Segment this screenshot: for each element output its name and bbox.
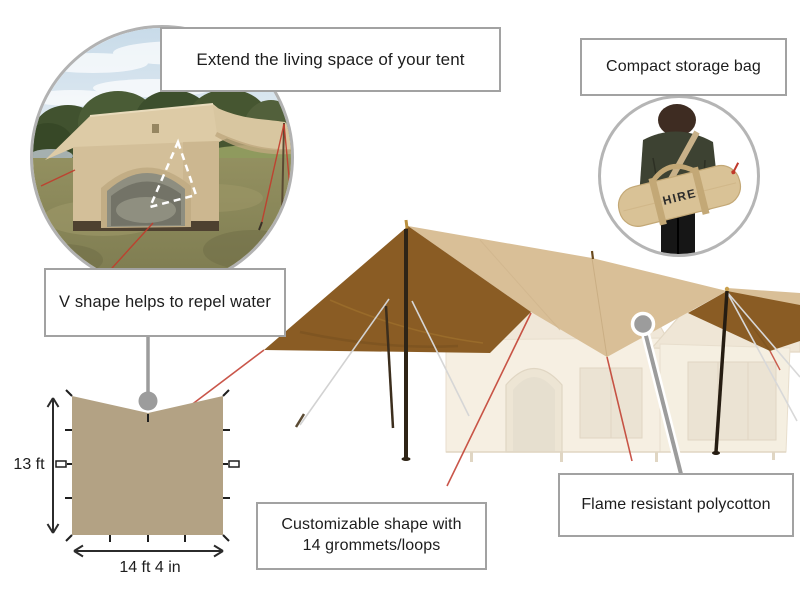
duffel-bag: HIRE bbox=[617, 162, 742, 227]
tarp-right-pole bbox=[714, 290, 729, 453]
callout-flame-resistant: Flame resistant polycotton bbox=[558, 473, 794, 537]
bag-handles bbox=[650, 163, 697, 184]
grommet-ticks bbox=[65, 389, 230, 542]
photo-tent-body bbox=[45, 103, 245, 231]
tarp-ridge-tie bbox=[590, 250, 595, 260]
callout-compact-storage-bag: Compact storage bag bbox=[580, 38, 787, 96]
height-dimension-label: 13 ft bbox=[13, 456, 45, 473]
webbing-loop-left bbox=[55, 460, 67, 468]
width-arrow bbox=[73, 544, 224, 558]
poles-and-ropes bbox=[169, 229, 800, 487]
callout-extend-label: Extend the living space of your tent bbox=[196, 49, 465, 69]
tarp-brown-left-panel bbox=[264, 226, 531, 353]
tarp-brown-right-panel bbox=[688, 291, 800, 351]
vshape-callout-dot bbox=[138, 391, 158, 411]
callout-custom-line2: 14 grommets/loops bbox=[302, 537, 441, 554]
tarp-side-pole bbox=[384, 305, 395, 429]
dimension-diagram: 13 ft 14 ft 4 in bbox=[13, 389, 240, 576]
callout-v-shape: V shape helps to repel water bbox=[44, 268, 286, 337]
person-hair bbox=[658, 104, 696, 136]
tarp-shape-outline bbox=[72, 396, 223, 535]
callout-flame-label: Flame resistant polycotton bbox=[581, 496, 771, 513]
flame-callout-connector bbox=[630, 311, 686, 476]
photo-tarp-pole bbox=[281, 122, 285, 215]
callout-compact-label: Compact storage bag bbox=[606, 58, 761, 75]
vshape-callout-connector bbox=[138, 333, 158, 411]
callout-custom-line1: Customizable shape with bbox=[281, 516, 462, 534]
v-shape-highlight-triangle bbox=[147, 138, 198, 209]
callout-customizable-shape: Customizable shape with 14 grommets/loop… bbox=[256, 502, 487, 570]
width-dimension-label: 14 ft 4 in bbox=[119, 559, 180, 576]
height-arrow bbox=[46, 397, 60, 534]
flame-callout-dot bbox=[630, 311, 656, 337]
callout-vshape-label: V shape helps to repel water bbox=[59, 293, 271, 311]
callout-extend-living-space: Extend the living space of your tent bbox=[160, 27, 501, 92]
webbing-loop-right bbox=[228, 460, 240, 468]
storage-bag-photo: HIRE bbox=[598, 95, 760, 257]
